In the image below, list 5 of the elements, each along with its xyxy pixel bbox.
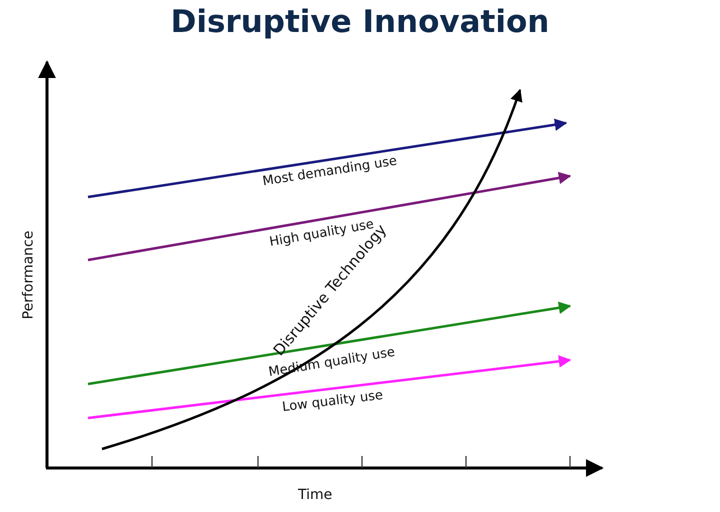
axis-label: Performance: [20, 230, 36, 320]
axis-label: Time: [298, 487, 332, 503]
line-label: Low quality use: [280, 388, 384, 416]
line-label: Most demanding use: [262, 154, 398, 190]
title: Disruptive Innovation: [170, 4, 550, 40]
